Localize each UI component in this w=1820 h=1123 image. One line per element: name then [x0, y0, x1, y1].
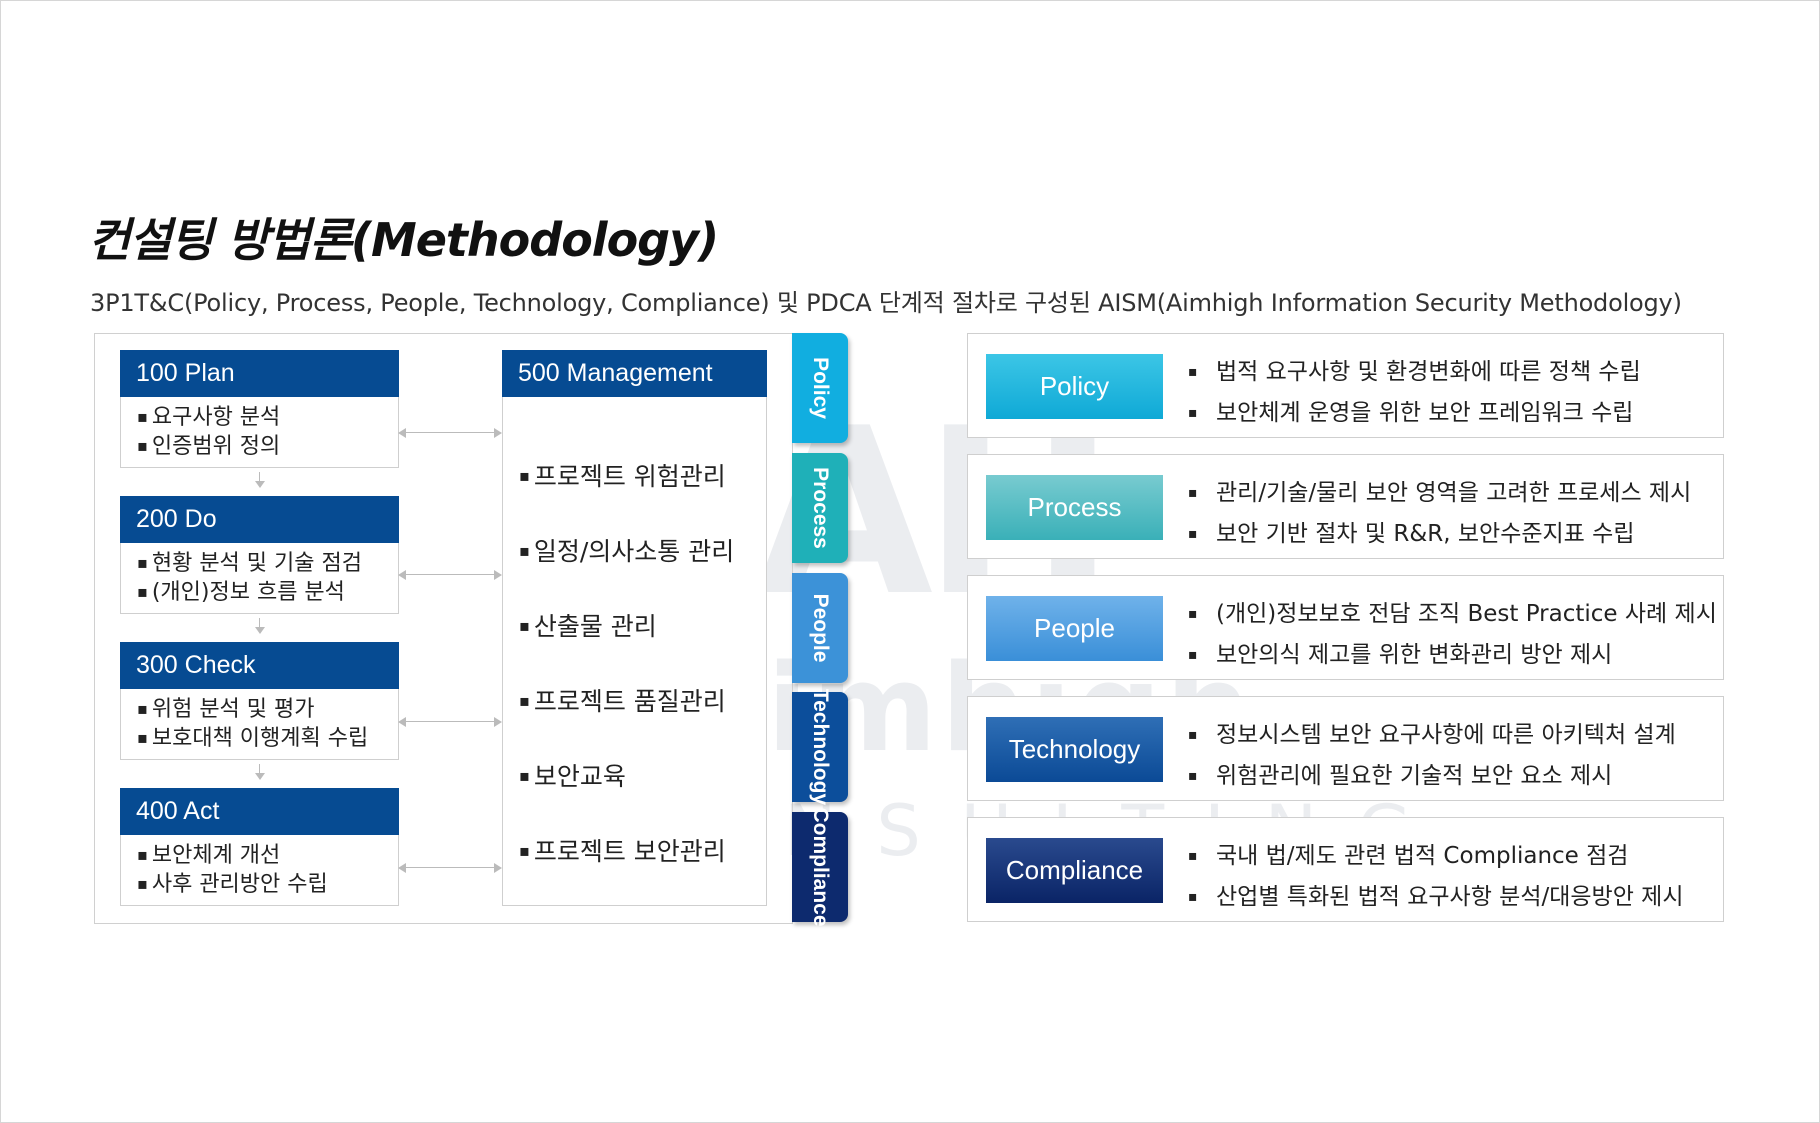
- phase-item: 현황 분석 및 기술 점검: [137, 549, 398, 578]
- page-subtitle: 3P1T&C(Policy, Process, People, Technolo…: [90, 289, 1682, 317]
- management-item: 프로젝트 위험관리: [519, 457, 726, 493]
- phase-item: 사후 관리방안 수립: [137, 870, 398, 899]
- phase-item: 요구사항 분석: [137, 403, 398, 432]
- detail-item: 보안의식 제고를 위한 변화관리 방안 제시: [1188, 635, 1612, 669]
- management-item: 프로젝트 품질관리: [519, 682, 726, 718]
- tab-label: Compliance: [809, 807, 832, 927]
- detail-label-box: Compliance: [986, 838, 1163, 903]
- management-item: 보안교육: [519, 757, 626, 793]
- detail-item: 정보시스템 보안 요구사항에 따른 아키텍처 설계: [1188, 715, 1676, 749]
- down-arrow-icon: [255, 618, 265, 635]
- page-title: 컨설팅 방법론(Methodology): [88, 213, 719, 267]
- phase-title: 100 Plan: [120, 350, 399, 397]
- down-arrow-icon: [255, 472, 265, 489]
- double-arrow-icon: [398, 427, 502, 439]
- phase-body: 위험 분석 및 평가 보호대책 이행계획 수립: [120, 689, 399, 760]
- double-arrow-icon: [398, 569, 502, 581]
- phase-act: 400 Act 보안체계 개선 사후 관리방안 수립: [120, 788, 399, 906]
- detail-item: 위험관리에 필요한 기술적 보안 요소 제시: [1188, 756, 1612, 790]
- detail-row-compliance: Compliance 국내 법/제도 관련 법적 Compliance 점검 산…: [967, 817, 1724, 922]
- double-arrow-icon: [398, 716, 502, 728]
- detail-item: (개인)정보보호 전담 조직 Best Practice 사례 제시: [1188, 594, 1717, 628]
- tab-label: Technology: [809, 688, 832, 806]
- detail-row-policy: Policy 법적 요구사항 및 환경변화에 따른 정책 수립 보안체계 운영을…: [967, 333, 1724, 438]
- tab-process: Process: [792, 453, 848, 563]
- tab-compliance: Compliance: [792, 807, 848, 927]
- detail-label-box: Technology: [986, 717, 1163, 782]
- tab-people: People: [792, 573, 848, 683]
- management-item: 산출물 관리: [519, 607, 657, 643]
- phase-body: 현황 분석 및 기술 점검 (개인)정보 흐름 분석: [120, 543, 399, 614]
- detail-label-box: Process: [986, 475, 1163, 540]
- detail-item: 법적 요구사항 및 환경변화에 따른 정책 수립: [1188, 352, 1641, 386]
- detail-label-box: Policy: [986, 354, 1163, 419]
- detail-item: 보안 기반 절차 및 R&R, 보안수준지표 수립: [1188, 514, 1634, 548]
- phase-item: 보안체계 개선: [137, 841, 398, 870]
- detail-row-process: Process 관리/기술/물리 보안 영역을 고려한 프로세스 제시 보안 기…: [967, 454, 1724, 559]
- management-item: 프로젝트 보안관리: [519, 832, 726, 868]
- phase-item: (개인)정보 흐름 분석: [137, 578, 398, 607]
- down-arrow-icon: [255, 764, 265, 781]
- phase-do: 200 Do 현황 분석 및 기술 점검 (개인)정보 흐름 분석: [120, 496, 399, 614]
- phase-item: 위험 분석 및 평가: [137, 695, 398, 724]
- phase-item: 보호대책 이행계획 수립: [137, 724, 398, 753]
- detail-row-technology: Technology 정보시스템 보안 요구사항에 따른 아키텍처 설계 위험관…: [967, 696, 1724, 801]
- phase-title: 400 Act: [120, 788, 399, 835]
- detail-item: 산업별 특화된 법적 요구사항 분석/대응방안 제시: [1188, 877, 1684, 911]
- phase-title: 300 Check: [120, 642, 399, 689]
- phase-plan: 100 Plan 요구사항 분석 인증범위 정의: [120, 350, 399, 468]
- phase-check: 300 Check 위험 분석 및 평가 보호대책 이행계획 수립: [120, 642, 399, 760]
- phase-body: 요구사항 분석 인증범위 정의: [120, 397, 399, 468]
- tab-policy: Policy: [792, 333, 848, 443]
- detail-label-box: People: [986, 596, 1163, 661]
- management-item: 일정/의사소통 관리: [519, 532, 734, 568]
- management-body: 프로젝트 위험관리 일정/의사소통 관리 산출물 관리 프로젝트 품질관리 보안…: [502, 397, 767, 906]
- detail-item: 관리/기술/물리 보안 영역을 고려한 프로세스 제시: [1188, 473, 1691, 507]
- double-arrow-icon: [398, 862, 502, 874]
- phase-title: 200 Do: [120, 496, 399, 543]
- tab-label: Policy: [809, 357, 832, 419]
- tab-label: Process: [809, 467, 832, 549]
- detail-row-people: People (개인)정보보호 전담 조직 Best Practice 사례 제…: [967, 575, 1724, 680]
- phase-item: 인증범위 정의: [137, 432, 398, 461]
- management-title: 500 Management: [502, 350, 767, 397]
- detail-item: 국내 법/제도 관련 법적 Compliance 점검: [1188, 836, 1628, 870]
- tab-label: People: [809, 593, 832, 663]
- tab-technology: Technology: [792, 688, 848, 806]
- detail-item: 보안체계 운영을 위한 보안 프레임워크 수립: [1188, 393, 1633, 427]
- phase-body: 보안체계 개선 사후 관리방안 수립: [120, 835, 399, 906]
